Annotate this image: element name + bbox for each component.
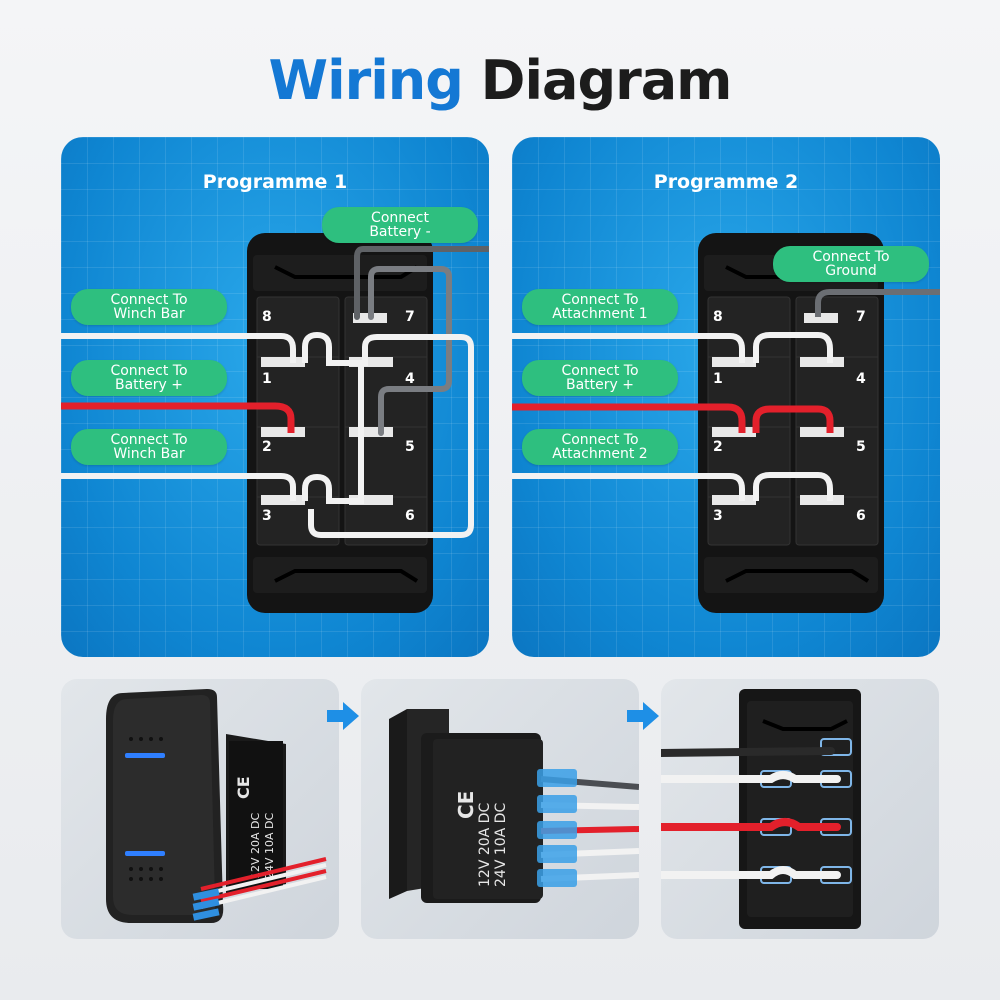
title-word-diagram: Diagram xyxy=(480,49,733,112)
wire-attachment-1 xyxy=(512,333,745,363)
wire-jumper-2-5 xyxy=(752,405,834,433)
terminal-5 xyxy=(349,427,393,437)
pin-label-7: 7 xyxy=(405,309,415,325)
wire-jumper-white xyxy=(302,331,474,538)
pin-label-6: 6 xyxy=(405,508,415,524)
wire-jumper-1-4 xyxy=(753,332,833,363)
spec-line-1-back: 12V 20A DC xyxy=(477,803,493,887)
pin-label-4: 4 xyxy=(405,371,415,387)
photo-switch-wired-rear xyxy=(661,679,939,939)
photo-rocker-switch-back: 12V 20A DC 24V 10A DC CE xyxy=(361,679,639,939)
pin-label-4: 4 xyxy=(856,371,866,387)
terminal-1 xyxy=(261,357,305,367)
terminal-4 xyxy=(800,357,844,367)
wire-ground xyxy=(815,289,940,317)
pin-label-2: 2 xyxy=(262,439,272,455)
programme-2-wiring-svg xyxy=(512,233,940,613)
wire-cross-white xyxy=(302,361,364,504)
spec-line-2: 24V 10A DC xyxy=(263,812,276,879)
pin-label-7: 7 xyxy=(856,309,866,325)
title-word-wiring: Wiring xyxy=(268,49,464,112)
terminal-6 xyxy=(349,495,393,505)
pin-label-3: 3 xyxy=(262,508,272,524)
pin-label-5: 5 xyxy=(856,439,866,455)
terminal-3 xyxy=(261,495,305,505)
wire-battery-positive xyxy=(61,402,295,433)
indicator-light-top xyxy=(125,753,165,758)
wire-ground-jumper xyxy=(368,266,452,436)
terminal-7 xyxy=(804,313,838,323)
pin-label-1: 1 xyxy=(713,371,723,387)
pin-label-5: 5 xyxy=(405,439,415,455)
spec-line-2-back: 24V 10A DC xyxy=(493,803,509,887)
ce-mark-back: CE xyxy=(454,791,478,819)
wire-battery-positive xyxy=(512,403,746,433)
programme-1-wiring-svg xyxy=(61,233,489,613)
terminal-2 xyxy=(712,427,756,437)
wire-winch-top xyxy=(61,333,296,363)
spec-line-1: 12V 20A DC xyxy=(249,812,262,879)
wire-battery-negative xyxy=(354,246,489,320)
page-title: Wiring Diagram xyxy=(0,46,1000,116)
arrow-right-icon xyxy=(627,702,659,730)
terminal-1 xyxy=(712,357,756,367)
wire-jumper-3-6 xyxy=(753,472,833,501)
wire-attachment-2 xyxy=(512,473,745,501)
pin-label-2: 2 xyxy=(713,439,723,455)
wire-winch-bottom xyxy=(61,473,296,501)
pin-label-8: 8 xyxy=(262,309,272,325)
terminal-5 xyxy=(800,427,844,437)
ce-mark: CE xyxy=(234,776,253,799)
arrow-right-icon xyxy=(327,702,359,730)
pin-label-6: 6 xyxy=(856,508,866,524)
terminal-6 xyxy=(800,495,844,505)
terminal-3 xyxy=(712,495,756,505)
pin-label-8: 8 xyxy=(713,309,723,325)
photo-rocker-switch-front: 12V 20A DC 24V 10A DC CE xyxy=(61,679,339,939)
terminal-4 xyxy=(349,357,393,367)
pin-label-1: 1 xyxy=(262,371,272,387)
terminal-2 xyxy=(261,427,305,437)
indicator-light-bottom xyxy=(125,851,165,856)
programme-2-title: Programme 2 xyxy=(653,171,799,193)
programme-1-title: Programme 1 xyxy=(202,171,348,193)
pin-label-3: 3 xyxy=(713,508,723,524)
